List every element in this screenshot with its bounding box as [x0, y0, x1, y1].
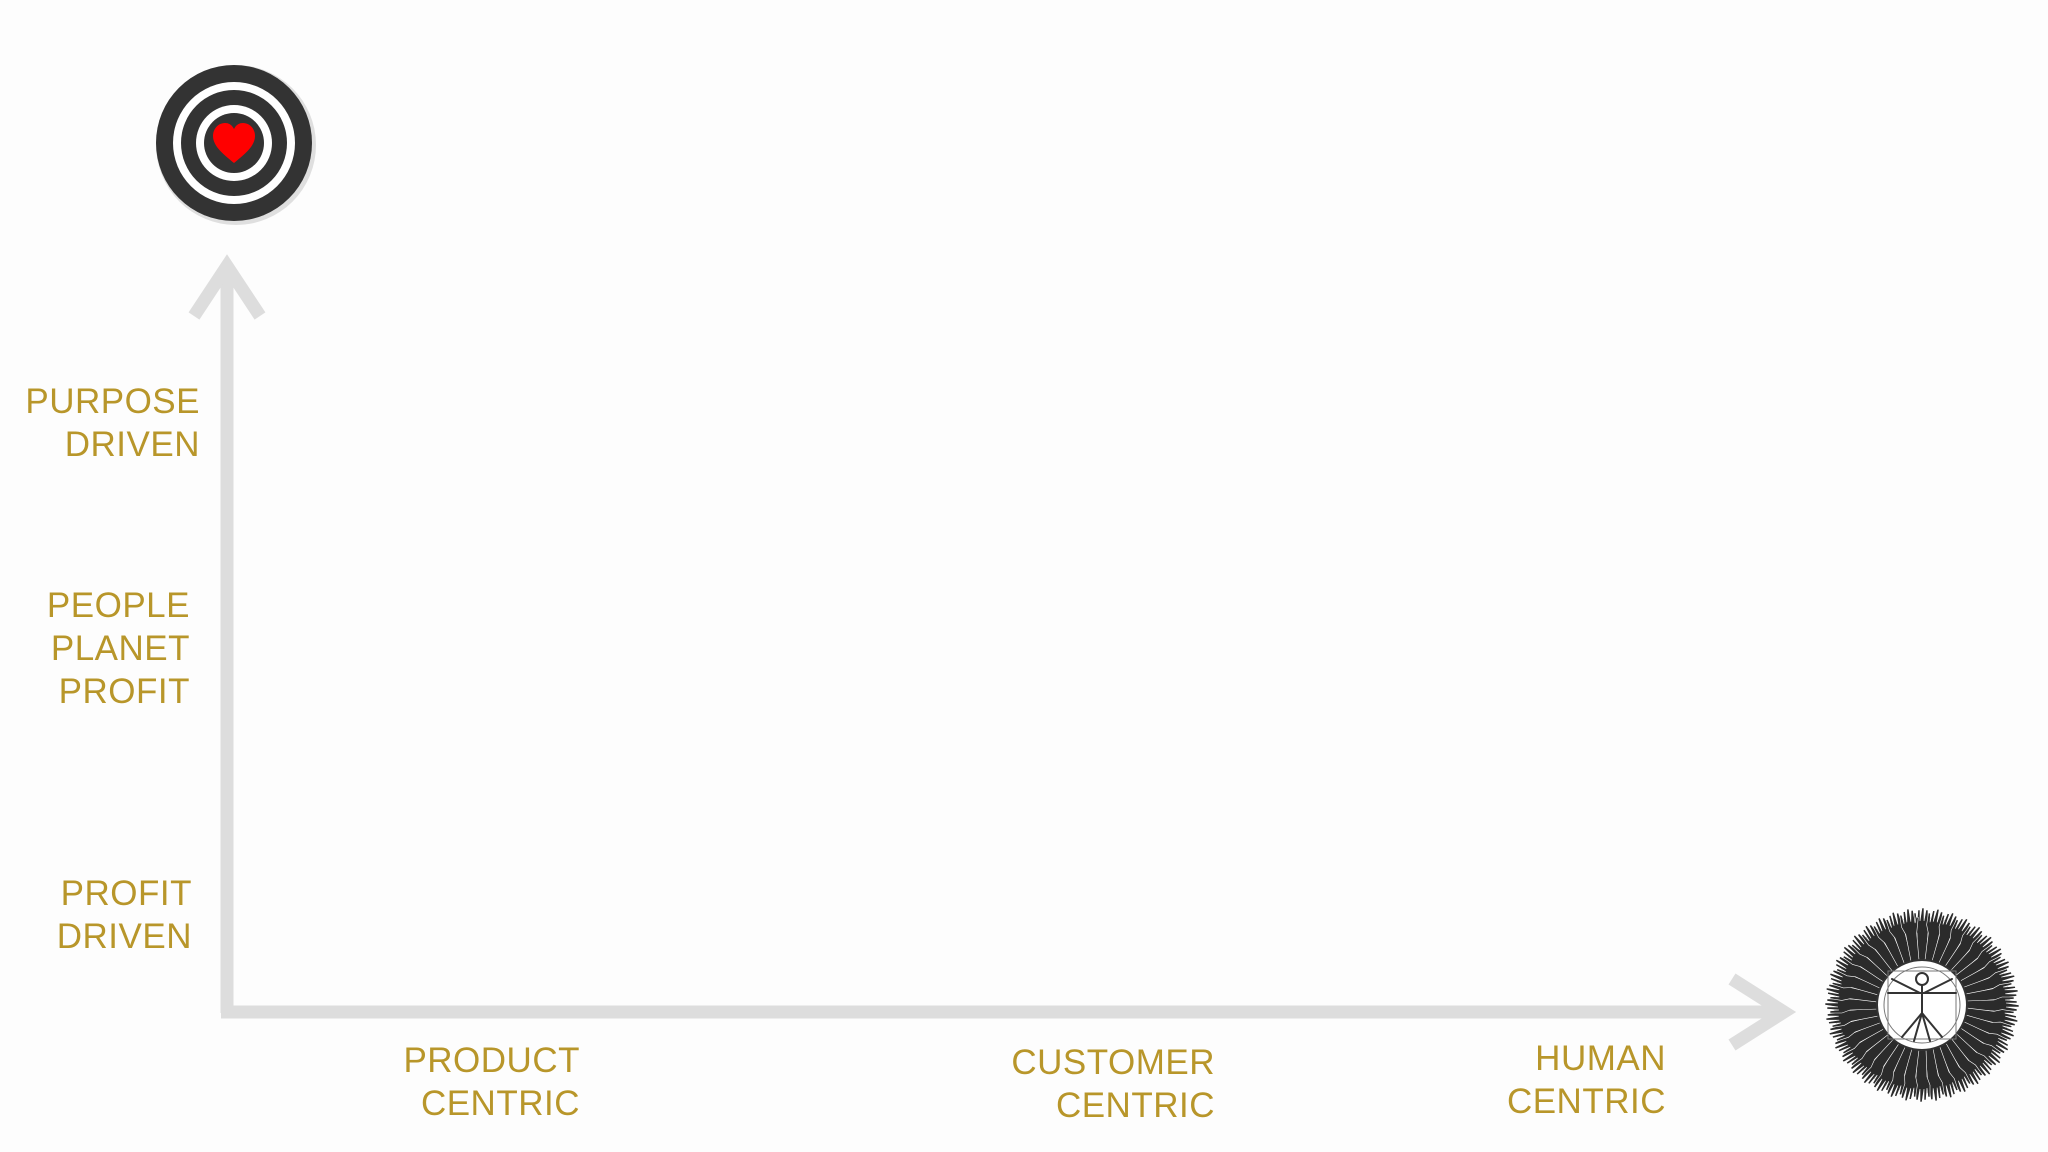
x-label-line: PRODUCT: [403, 1041, 580, 1080]
y-label-line: PEOPLE: [46, 586, 190, 625]
y-label-line: PROFIT: [60, 874, 192, 913]
x-axis-arrowhead: [1728, 973, 1797, 1051]
x-label-product-centric: PRODUCT CENTRIC: [360, 1039, 580, 1125]
target-heart-icon: [156, 65, 316, 225]
x-label-line: CENTRIC: [420, 1084, 580, 1123]
hand-arm: [1899, 908, 1920, 963]
x-label-human-centric: HUMAN CENTRIC: [1460, 1037, 1666, 1123]
y-axis-arrowhead: [188, 254, 266, 320]
y-label-line: PURPOSE: [25, 382, 200, 421]
axes: [188, 254, 1797, 1051]
hands-ring: [1824, 907, 2020, 1103]
y-label-profit-driven: PROFIT DRIVEN: [24, 872, 192, 958]
vitruvian-figure: [1887, 972, 1957, 1042]
x-label-line: CUSTOMER: [1011, 1043, 1215, 1082]
y-label-people-planet-profit: PEOPLE PLANET PROFIT: [24, 584, 190, 713]
y-label-line: PROFIT: [58, 672, 190, 711]
x-label-line: CENTRIC: [1055, 1086, 1215, 1125]
vitruvian-man-hands-icon: [1824, 907, 2020, 1103]
x-label-customer-centric: CUSTOMER CENTRIC: [960, 1041, 1215, 1127]
x-label-line: HUMAN: [1535, 1039, 1666, 1078]
y-label-line: PLANET: [50, 629, 190, 668]
y-label-purpose-driven: PURPOSE DRIVEN: [24, 380, 200, 466]
x-label-line: CENTRIC: [1506, 1082, 1666, 1121]
y-label-line: DRIVEN: [56, 917, 192, 956]
y-label-line: DRIVEN: [64, 425, 200, 464]
